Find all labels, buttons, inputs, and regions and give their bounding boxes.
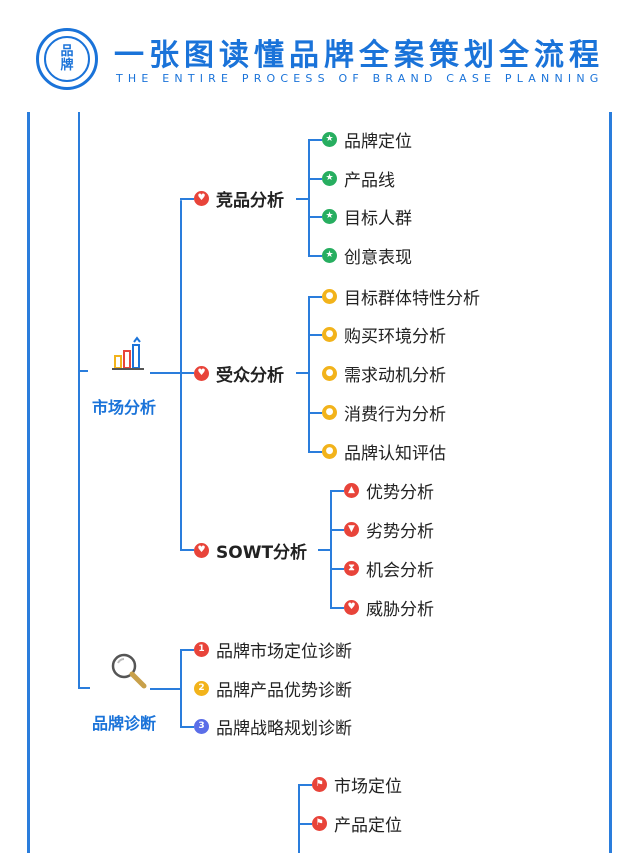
audience-analysis-label: 受众分析 [216,365,284,386]
list-item: ★ 品牌定位 [322,127,412,152]
bar-chart-icon [112,336,144,370]
star-icon: ★ [322,208,337,224]
list-item: ★ 创意表现 [322,243,412,268]
star-icon: ★ [322,170,337,186]
list-item: ● 品牌认知评估 [322,439,446,464]
person-icon: ● [322,326,337,342]
thumbs-down-icon: ▼ [344,521,359,537]
frame-left-line [27,112,30,853]
trunk-line [78,112,80,687]
list-item: ★ 目标人群 [322,204,412,229]
audience-analysis-node: ♥ 受众分析 [194,361,284,386]
list-item: ⧗ 机会分析 [344,556,434,581]
list-item: ♥ 威胁分析 [344,595,434,620]
list-item: ⚑ 市场定位 [312,772,402,797]
sowt-analysis-label: SOWT分析 [216,542,308,563]
page-title: 一张图读懂品牌全案策划全流程 [114,38,604,73]
heart-icon: ♥ [194,542,209,558]
page-subtitle: THE ENTIRE PROCESS OF BRAND CASE PLANNIN… [116,72,604,85]
magnifier-icon [111,653,147,689]
number-2-icon: 2 [194,680,209,696]
list-item: 2 品牌产品优势诊断 [194,676,352,701]
list-item: ▲ 优势分析 [344,478,434,503]
competitor-analysis-node: ♥ 竞品分析 [194,186,284,211]
brand-diagnosis-label: 品牌诊断 [92,714,157,733]
competitor-analysis-label: 竞品分析 [216,190,284,211]
list-item: ● 购买环境分析 [322,322,446,347]
list-item: ⚑ 产品定位 [312,811,402,836]
list-item: 1 品牌市场定位诊断 [194,637,352,662]
heart-icon: ♥ [194,365,209,381]
star-icon: ★ [322,131,337,147]
list-item: ● 需求动机分析 [322,361,446,386]
list-item: 3 品牌战略规划诊断 [194,714,352,739]
person-icon: ● [322,288,337,304]
logo-char-1: 品 [60,44,74,59]
number-3-icon: 3 [194,718,209,734]
flag-icon: ⚑ [312,776,327,792]
star-icon: ★ [322,247,337,263]
heart-icon: ♥ [194,190,209,206]
broken-heart-icon: ♥ [344,599,359,615]
sowt-analysis-node: ♥ SOWT分析 [194,538,308,563]
list-item: ● 目标群体特性分析 [322,284,480,309]
flag-icon: ⚑ [312,815,327,831]
number-1-icon: 1 [194,641,209,657]
person-icon: ● [322,404,337,420]
header: 品 牌 一张图读懂品牌全案策划全流程 THE ENTIRE PROCESS OF… [0,0,640,100]
person-icon: ● [322,443,337,459]
list-item: ▼ 劣势分析 [344,517,434,542]
list-item: ★ 产品线 [322,166,395,191]
market-analysis-label: 市场分析 [92,398,157,417]
brand-seal-icon: 品 牌 [36,28,98,90]
list-item: ● 消费行为分析 [322,400,446,425]
thumbs-up-icon: ▲ [344,482,359,498]
frame-right-line [609,112,612,853]
person-icon: ● [322,365,337,381]
logo-char-2: 牌 [60,58,74,73]
hourglass-icon: ⧗ [344,560,359,576]
